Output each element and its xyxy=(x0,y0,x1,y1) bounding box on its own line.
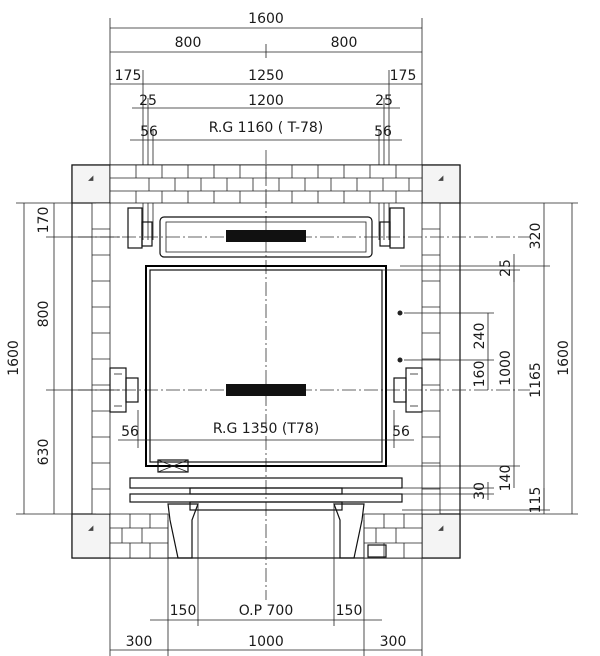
cwt-rail-right xyxy=(389,207,405,249)
dim-right-320: 320 xyxy=(528,223,544,250)
dim-right-1000: 1000 xyxy=(498,350,514,386)
counterweight-frame xyxy=(159,216,373,258)
right-brick-wall xyxy=(421,202,441,515)
dim-right-140: 140 xyxy=(498,465,514,492)
left-dimensions: 1600 170 800 630 xyxy=(6,202,120,515)
dim-left-total: 1600 xyxy=(6,340,22,376)
right-dimensions: 320 25 240 160 1000 1165 1600 140 30 115 xyxy=(380,202,578,515)
car-button-1 xyxy=(397,310,403,316)
dim-gap-right-car: 56 xyxy=(392,424,410,440)
svg-text:◢: ◢ xyxy=(88,524,94,532)
top-dimensions: 1600 800 800 175 1250 175 25 1200 25 56 … xyxy=(109,11,423,240)
dim-jamb-right: 150 xyxy=(336,603,363,619)
dim-left-top: 170 xyxy=(36,207,52,234)
dim-rail-left: 25 xyxy=(139,93,157,109)
dim-jamb-left: 150 xyxy=(170,603,197,619)
dim-opening: O.P 700 xyxy=(239,603,294,619)
dim-gap-right-top: 56 xyxy=(374,124,392,140)
dim-door-width: 1000 xyxy=(248,634,284,650)
dim-right-240: 240 xyxy=(472,323,488,350)
counterweight-block xyxy=(226,230,306,242)
door-jamb-left xyxy=(167,503,199,559)
dim-gap-left-top: 56 xyxy=(140,124,158,140)
cwt-rail-left xyxy=(127,207,143,249)
dim-gap-left-car: 56 xyxy=(121,424,139,440)
shaft-walls: ◢ ◢ ◢ ◢ xyxy=(71,164,461,559)
door-entrance xyxy=(129,477,403,559)
dim-middle-1250: 1250 xyxy=(248,68,284,84)
counterweight-assembly xyxy=(127,207,405,258)
dim-wall-right: 300 xyxy=(380,634,407,650)
svg-text:◢: ◢ xyxy=(438,174,444,182)
bottom-brick-wall-left xyxy=(109,513,169,559)
svg-text:◢: ◢ xyxy=(88,174,94,182)
dim-right-160: 160 xyxy=(472,361,488,388)
svg-text:◢: ◢ xyxy=(438,524,444,532)
car-rail-right xyxy=(393,367,423,413)
dim-rail-span: 1200 xyxy=(248,93,284,109)
corner-column-bl xyxy=(71,513,111,559)
dim-side-left: 175 xyxy=(115,68,142,84)
car-button-2 xyxy=(397,357,403,363)
dim-left-mid: 800 xyxy=(36,301,52,328)
bottom-dimensions: 150 O.P 700 150 300 1000 300 xyxy=(109,504,423,656)
car-frame xyxy=(145,265,387,467)
corner-column-br xyxy=(421,513,461,559)
car-junction-box xyxy=(157,459,189,473)
dim-half-left: 800 xyxy=(175,35,202,51)
left-brick-wall xyxy=(91,202,111,515)
dim-right-1165: 1165 xyxy=(528,362,544,398)
dim-wall-left: 300 xyxy=(126,634,153,650)
bottom-brick-wall-right xyxy=(363,513,423,559)
dim-rail-right: 25 xyxy=(375,93,393,109)
dim-right-25: 25 xyxy=(498,259,514,277)
mid-dimensions: 56 R.G 1350 (T78) 56 xyxy=(118,410,414,448)
dim-right-30: 30 xyxy=(472,482,488,500)
dim-left-bottom: 630 xyxy=(36,439,52,466)
door-jamb-right xyxy=(333,503,365,559)
dim-right-115: 115 xyxy=(528,487,544,514)
corner-column-tr xyxy=(421,164,461,204)
landing-fixture xyxy=(367,544,387,558)
dim-rail-gauge-top: R.G 1160 ( T-78) xyxy=(209,120,324,136)
dim-half-right: 800 xyxy=(331,35,358,51)
dim-rail-gauge-car: R.G 1350 (T78) xyxy=(213,421,319,437)
dim-side-right: 175 xyxy=(390,68,417,84)
dim-overall-width: 1600 xyxy=(248,11,284,27)
dim-right-1600: 1600 xyxy=(556,340,572,376)
corner-column-tl xyxy=(71,164,111,204)
car-crosshead xyxy=(226,384,306,396)
